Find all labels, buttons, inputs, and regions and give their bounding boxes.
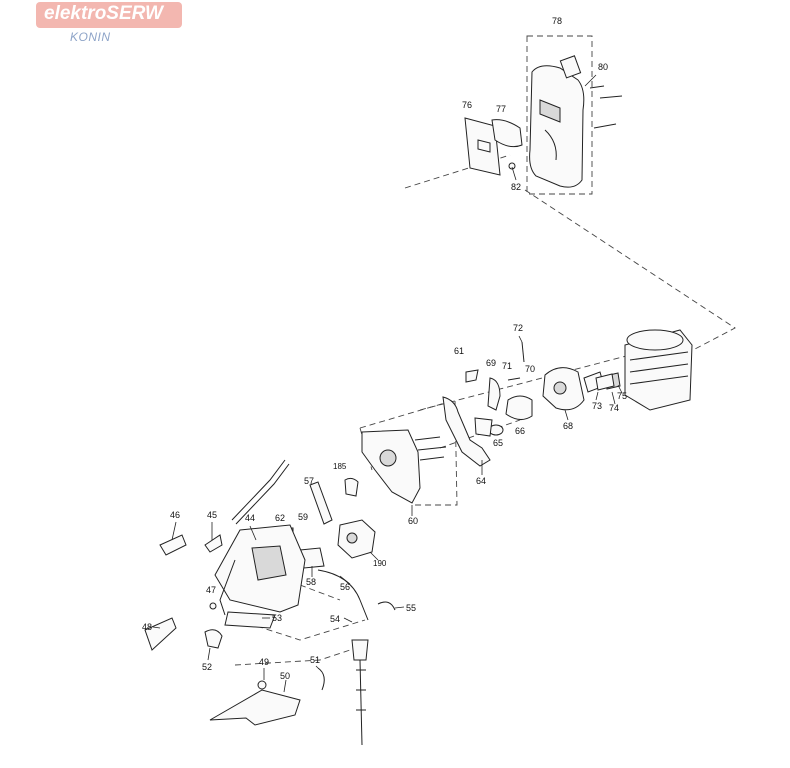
callout-57: 57 [304, 476, 314, 486]
logo-brand-text: elektroSERW [44, 3, 163, 24]
callout-70: 70 [525, 364, 535, 374]
callout-50: 50 [280, 671, 290, 681]
logo-banner: elektroSERW [36, 2, 182, 28]
callout-52: 52 [202, 662, 212, 672]
callout-60: 60 [408, 516, 418, 526]
callout-55: 55 [406, 603, 416, 613]
callout-80: 80 [598, 62, 608, 72]
carburetor-assembly [278, 429, 447, 569]
callout-72: 72 [513, 323, 523, 333]
callout-45: 45 [207, 510, 217, 520]
callout-78: 78 [552, 16, 562, 26]
callout-185: 185 [333, 462, 347, 471]
callout-66: 66 [515, 426, 525, 436]
callout-62: 62 [275, 513, 285, 523]
callout-69: 69 [486, 358, 496, 368]
callout-71: 71 [502, 361, 512, 371]
logo-city-text: KONIN [70, 30, 111, 44]
callout-82: 82 [511, 182, 521, 192]
guide-box-muffler [526, 35, 593, 195]
callout-48: 48 [142, 622, 152, 632]
callout-leaders [152, 74, 623, 693]
callout-59: 59 [298, 512, 308, 522]
callout-77: 77 [496, 104, 506, 114]
intake-assembly [442, 341, 615, 467]
callout-76: 76 [462, 100, 472, 110]
callout-44: 44 [245, 513, 255, 523]
callout-61: 61 [454, 346, 464, 356]
callout-53: 53 [272, 613, 282, 623]
callout-46: 46 [170, 510, 180, 520]
callout-68: 68 [563, 421, 573, 431]
handle-base-assembly [144, 459, 325, 726]
callout-47: 47 [206, 585, 216, 595]
callout-54: 54 [330, 614, 340, 624]
callout-65: 65 [493, 438, 503, 448]
callout-190: 190 [373, 559, 387, 568]
callout-labels: 78 80 76 77 82 72 61 69 71 70 73 74 75 6… [142, 16, 627, 681]
callout-49: 49 [259, 657, 269, 667]
callout-51: 51 [310, 655, 320, 665]
callout-75: 75 [617, 391, 627, 401]
callout-73: 73 [592, 401, 602, 411]
muffler-assembly [464, 55, 623, 188]
callout-56: 56 [340, 582, 350, 592]
callout-58: 58 [306, 577, 316, 587]
callout-64: 64 [476, 476, 486, 486]
callout-74: 74 [609, 403, 619, 413]
